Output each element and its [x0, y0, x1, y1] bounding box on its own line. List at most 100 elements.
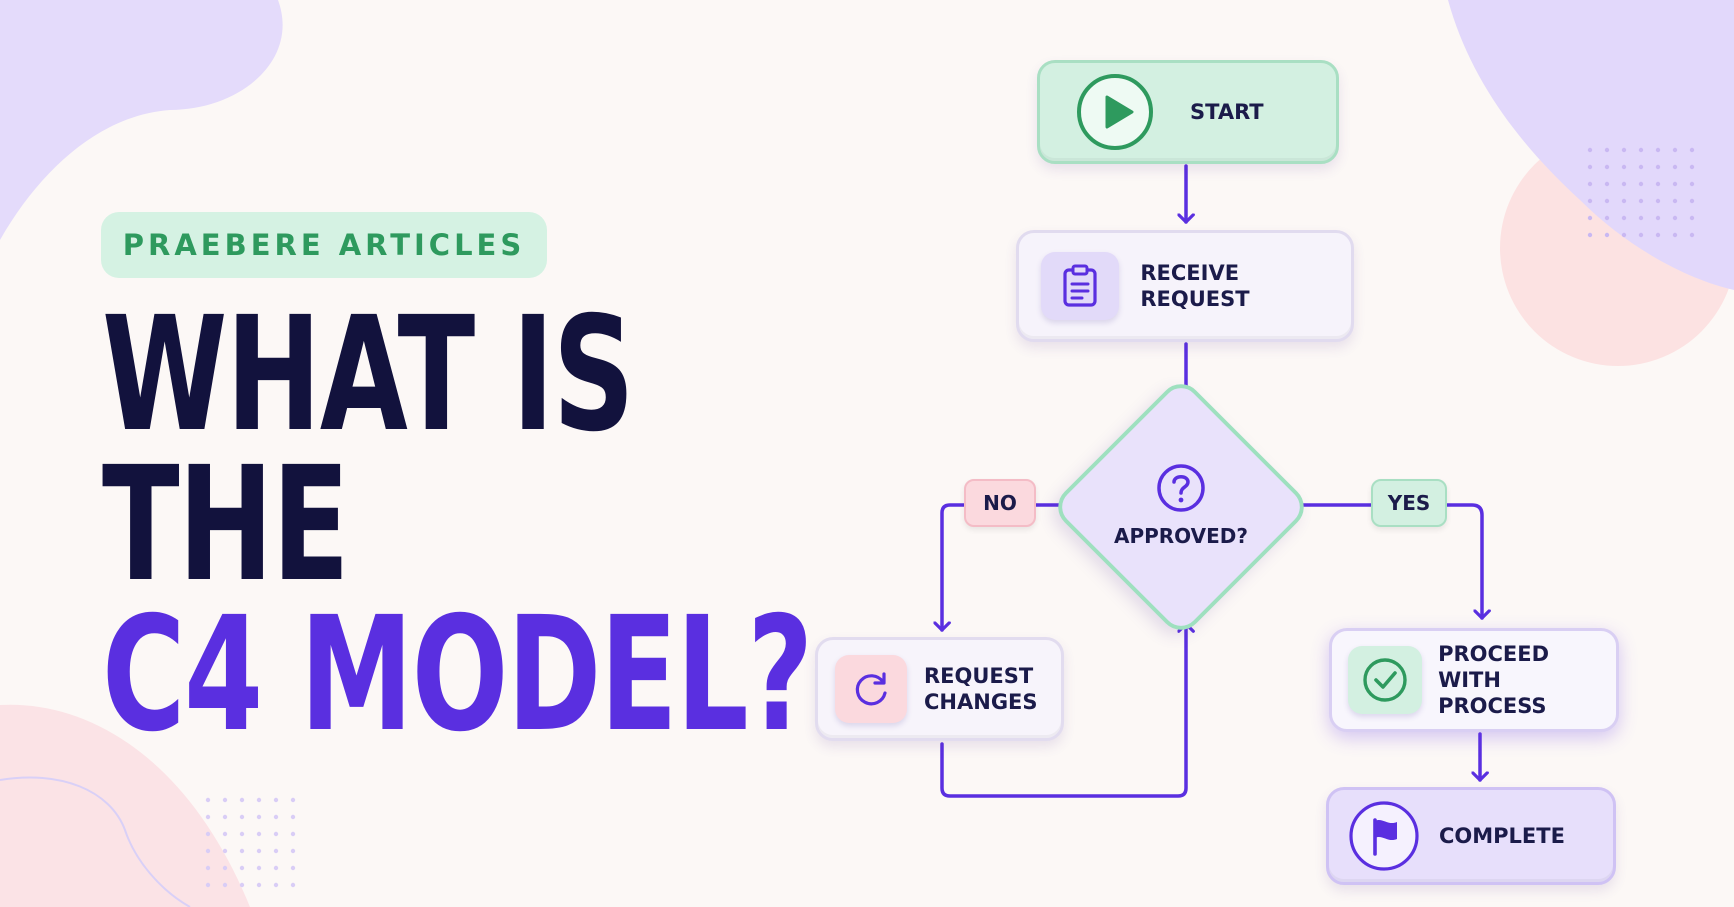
decor-dot [273, 865, 279, 871]
decor-dot [1604, 215, 1610, 221]
decor-dot [1672, 164, 1678, 170]
decor-dot [239, 797, 245, 803]
request-changes-label-line2: CHANGES [924, 690, 1038, 714]
decor-dot [1655, 198, 1661, 204]
start-label: START [1190, 100, 1264, 124]
decor-dot [1672, 232, 1678, 238]
decor-dot [1672, 215, 1678, 221]
branch-yes-badge: YES [1371, 479, 1447, 527]
decor-dot [273, 848, 279, 854]
bottom-left-curve [0, 776, 191, 907]
decision-content: APPROVED? [1081, 440, 1281, 570]
decor-dot [273, 814, 279, 820]
connector-changes-loop-back [940, 622, 1186, 798]
receive-request-label: RECEIVE REQUEST [1140, 261, 1250, 311]
decor-dot [1621, 232, 1627, 238]
title-line-2: THE [102, 433, 350, 617]
top-left-blob [0, 0, 283, 240]
decor-dot [256, 797, 262, 803]
decor-dot [290, 831, 296, 837]
decor-dot [239, 831, 245, 837]
decor-dot [1587, 232, 1593, 238]
decor-dot [1587, 215, 1593, 221]
decor-dot [256, 831, 262, 837]
title-line-1: WHAT IS [102, 283, 635, 467]
decor-dot [1655, 164, 1661, 170]
decor-dot [1689, 181, 1695, 187]
article-category-label: PRAEBERE ARTICLES [122, 228, 526, 262]
bottom-left-blob [0, 704, 250, 907]
decor-dot [273, 882, 279, 888]
branch-no-badge: NO [964, 479, 1036, 527]
decor-dot [222, 797, 228, 803]
decor-dot [1604, 147, 1610, 153]
decor-dot [290, 797, 296, 803]
decor-dot [1689, 215, 1695, 221]
decor-dot [1604, 164, 1610, 170]
decor-dot [222, 831, 228, 837]
decor-dot [1638, 147, 1644, 153]
decor-dot [1587, 181, 1593, 187]
decor-dot [1604, 232, 1610, 238]
decor-dot [1621, 198, 1627, 204]
check-icon-box [1348, 646, 1423, 714]
decor-dot [205, 814, 211, 820]
decor-dot [1689, 164, 1695, 170]
decor-dot [1655, 181, 1661, 187]
decor-dot [239, 814, 245, 820]
decor-dot [205, 848, 211, 854]
complete-label: COMPLETE [1439, 824, 1565, 848]
decor-dot [1604, 198, 1610, 204]
decor-dot [1638, 181, 1644, 187]
decor-dot [290, 882, 296, 888]
clipboard-icon-box [1040, 252, 1119, 320]
decor-dot [205, 882, 211, 888]
decor-dot [222, 814, 228, 820]
request-changes-label-line1: REQUEST [924, 664, 1034, 688]
title-line-3: C4 MODEL? [102, 583, 813, 767]
decor-dot [256, 814, 262, 820]
decor-dot [205, 831, 211, 837]
decor-dot [239, 865, 245, 871]
decor-dot [290, 848, 296, 854]
decor-dot [256, 848, 262, 854]
decor-dot [239, 848, 245, 854]
proceed-label-line2: PROCESS [1438, 694, 1547, 718]
decor-dot [290, 865, 296, 871]
decor-dot [1621, 181, 1627, 187]
decor-dot [1638, 198, 1644, 204]
decor-dot [256, 882, 262, 888]
flow-node-receive-request: RECEIVE REQUEST [1016, 230, 1354, 342]
decor-dot [1672, 147, 1678, 153]
decor-dot [1689, 232, 1695, 238]
page-title: WHAT IS THE C4 MODEL? [102, 283, 813, 767]
decor-dot [1672, 198, 1678, 204]
decor-dot [205, 797, 211, 803]
question-icon [1157, 464, 1205, 512]
decor-dot [273, 831, 279, 837]
decor-dot [1638, 232, 1644, 238]
flag-icon [1349, 801, 1419, 871]
flow-node-complete: COMPLETE [1326, 787, 1616, 885]
decor-dot [222, 848, 228, 854]
check-circle-icon [1363, 658, 1407, 702]
top-right-blob [1448, 0, 1734, 290]
flow-node-proceed: PROCEED WITH PROCESS [1329, 628, 1619, 732]
flow-node-start: START [1037, 60, 1339, 164]
decor-dot [222, 882, 228, 888]
decor-dot [1604, 181, 1610, 187]
decor-dot [1638, 164, 1644, 170]
decor-dot [1638, 215, 1644, 221]
dot-grid-top-right [1587, 147, 1695, 238]
decor-dot [1621, 147, 1627, 153]
decor-dot [1587, 147, 1593, 153]
decor-dot [273, 797, 279, 803]
decor-dot [1655, 147, 1661, 153]
refresh-icon [855, 672, 887, 706]
decor-dot [1621, 215, 1627, 221]
decor-dot [1672, 181, 1678, 187]
decor-dot [256, 865, 262, 871]
clipboard-icon [1063, 264, 1097, 307]
